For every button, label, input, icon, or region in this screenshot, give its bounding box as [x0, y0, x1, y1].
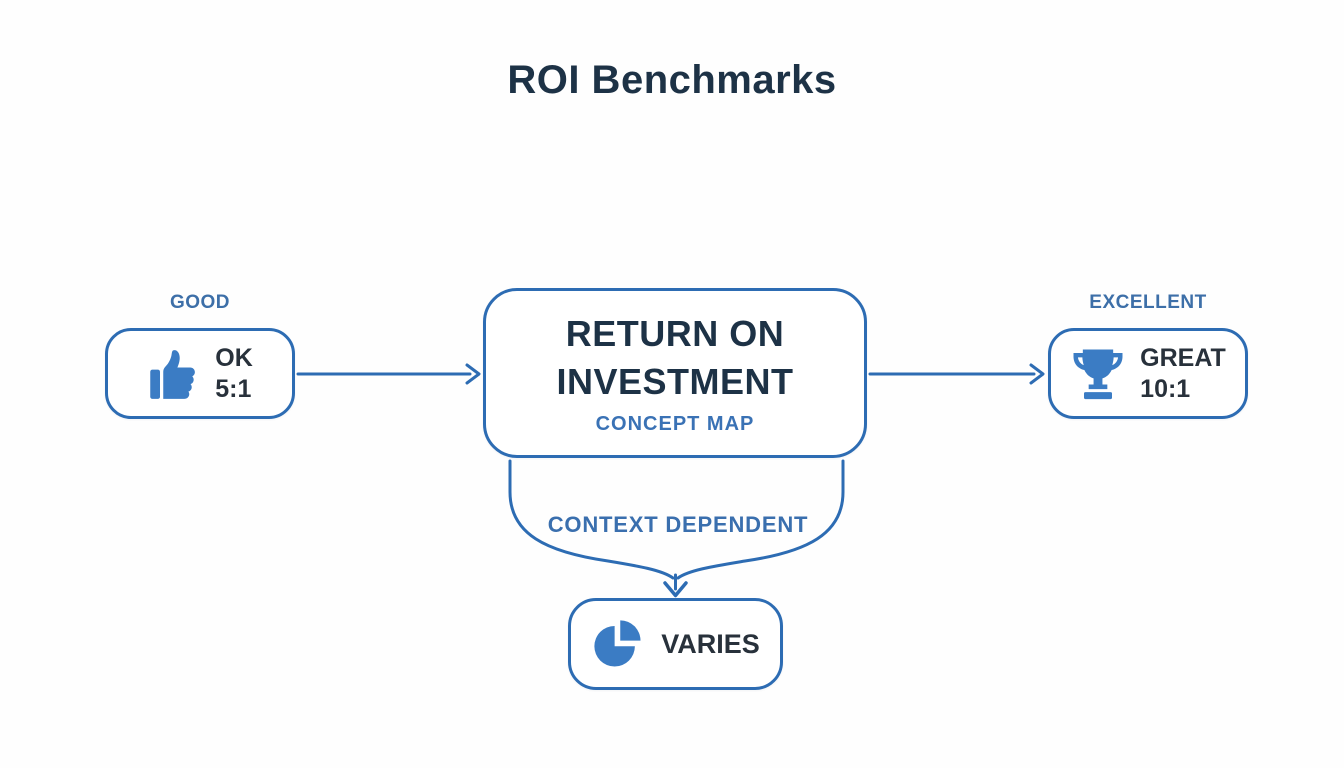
curve-right	[676, 459, 845, 580]
label-context-dependent: CONTEXT DEPENDENT	[547, 512, 809, 537]
label-excellent: EXCELLENT	[1089, 292, 1207, 313]
arrowhead-right-1	[465, 363, 481, 385]
node-excellent-value: GREAT 10:1	[1140, 343, 1226, 404]
center-node-title: RETURN ON INVESTMENT	[556, 312, 794, 402]
label-good: GOOD	[169, 292, 231, 313]
node-varies: VARIES	[568, 598, 783, 690]
node-good-value-line2: 5:1	[215, 374, 252, 403]
node-excellent: GREAT 10:1	[1048, 328, 1248, 419]
pie-chart-icon	[594, 620, 641, 667]
trophy-icon	[1073, 349, 1123, 399]
node-center: RETURN ON INVESTMENT CONCEPT MAP	[483, 288, 867, 458]
node-good-value-line1: OK	[215, 344, 253, 372]
node-excellent-value-line2: 10:1	[1140, 374, 1191, 403]
curve-left	[508, 459, 675, 580]
page-title: ROI Benchmarks	[507, 58, 837, 102]
node-excellent-value-line1: GREAT	[1140, 344, 1226, 372]
node-varies-value: VARIES	[661, 628, 760, 659]
thumbs-up-icon	[150, 349, 196, 399]
arrowhead-right-2	[1029, 363, 1045, 385]
node-good: OK 5:1	[105, 328, 295, 419]
arrowhead-down	[663, 581, 688, 598]
center-node-subtitle: CONCEPT MAP	[595, 413, 755, 436]
node-good-value: OK 5:1	[215, 343, 253, 404]
